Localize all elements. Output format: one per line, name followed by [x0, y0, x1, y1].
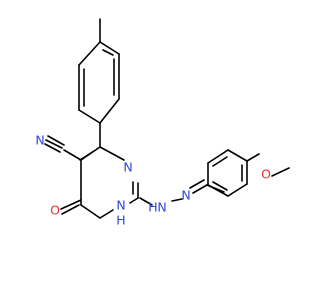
hydrazine-n-label: N: [157, 200, 166, 215]
imine-c-n-bond-2: [189, 179, 205, 189]
ring-n-top-label: N: [123, 160, 132, 175]
tolyl-ring: [78, 41, 120, 124]
hydrazine-n-n-bond: [171, 198, 183, 202]
imine-n-label: N: [181, 188, 190, 203]
methoxy-methyl-bond: [271, 167, 290, 177]
carbonyl-bond-2: [60, 199, 82, 210]
carbonyl-bond: [61, 204, 80, 215]
chemical-structure-diagram: N O N N H N H N O: [35, 18, 290, 228]
hydrazine-h-label: H: [148, 200, 157, 215]
pyrimidine-ring: [79, 146, 139, 219]
carbonyl-o-label: O: [50, 203, 60, 218]
molecule-svg: N O N N H N H N O: [35, 18, 290, 228]
aryl-to-methoxy-o-bond: [246, 153, 260, 162]
nitrile-n-label: N: [35, 133, 44, 148]
ring-nh-h-label: H: [116, 213, 125, 228]
ring-to-hydrazine-bond: [139, 197, 153, 206]
methoxyphenyl-ring: [207, 149, 248, 197]
ring-nh-n-label: N: [116, 198, 125, 213]
ring-to-nitrile-bond: [63, 149, 82, 161]
nitrile-triple-bond: [44, 135, 65, 153]
imine-c-n-bond: [192, 184, 208, 194]
methoxy-o-label: O: [261, 167, 271, 182]
